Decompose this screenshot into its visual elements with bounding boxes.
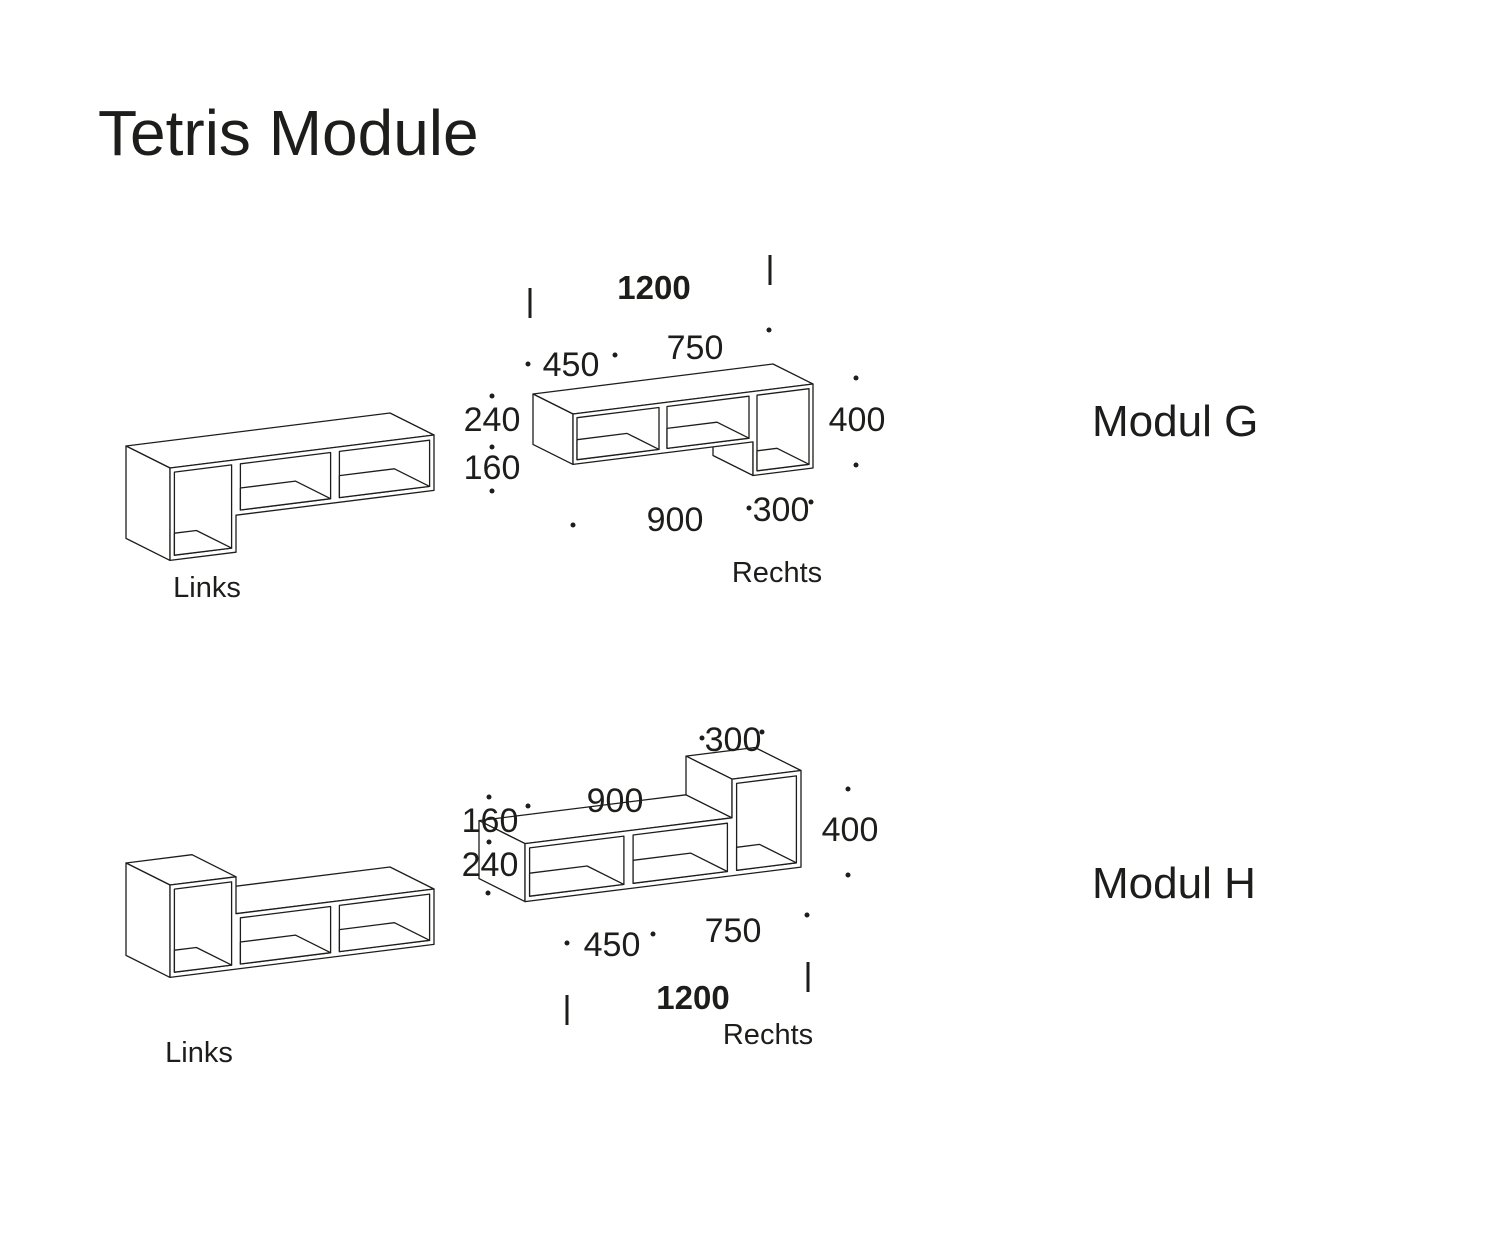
wireframe-face: [173, 529, 233, 556]
dim-dot: [489, 444, 495, 450]
dim-h-short-span: 300: [704, 721, 762, 759]
dim-dot: [845, 786, 851, 792]
dim-tick: [806, 962, 810, 992]
dim-h-long-span: 900: [586, 782, 644, 820]
dim-h-total-width: 1200: [656, 979, 730, 1016]
dim-g-shelf-height: 240: [463, 401, 521, 439]
dim-dot: [525, 361, 531, 367]
modul-h-rechts-caption: Rechts: [722, 1019, 814, 1051]
wireframe-face: [338, 922, 431, 953]
modul-g-rechts-drawing: [532, 363, 814, 477]
wireframe-face: [735, 843, 798, 871]
page-title: Tetris Module: [98, 97, 479, 169]
dim-g-short-span: 300: [752, 491, 810, 529]
wireframe-face: [756, 447, 810, 472]
dim-dot: [853, 462, 859, 468]
modul-g-rechts-caption: Rechts: [731, 557, 823, 589]
dim-g-total-width: 1200: [617, 269, 691, 306]
wireframe-face: [632, 852, 729, 884]
dim-g-segment-left: 450: [542, 346, 600, 384]
dim-tick: [565, 995, 569, 1025]
dim-dot: [486, 839, 492, 845]
modul-g-links-caption: Links: [173, 572, 241, 604]
dim-h-total-height: 400: [821, 811, 879, 849]
dim-h-shelf-height: 240: [461, 846, 519, 884]
modul-g-label: Modul G: [1092, 397, 1259, 446]
dim-g-total-height: 400: [828, 401, 886, 439]
dim-dot: [699, 735, 705, 741]
dim-h-segment-left: 450: [583, 926, 641, 964]
dim-dot: [570, 522, 576, 528]
modul-h-links-caption: Links: [165, 1037, 233, 1069]
dim-dot: [759, 729, 765, 735]
dim-tick: [528, 288, 532, 318]
dim-dot: [808, 499, 814, 505]
dim-dot: [612, 352, 618, 358]
dim-g-clearance-height: 160: [463, 449, 521, 487]
wireframe-face: [576, 432, 660, 461]
dim-dot: [489, 393, 495, 399]
dim-dot: [485, 890, 491, 896]
dim-dot: [853, 375, 859, 381]
dim-g-long-span: 900: [646, 501, 704, 539]
dim-dot: [804, 912, 810, 918]
dim-dot: [650, 931, 656, 937]
dim-dot: [486, 794, 492, 800]
dim-dot: [564, 940, 570, 946]
dim-tick: [768, 255, 772, 285]
wireframe-face: [338, 468, 431, 499]
modul-h-links-drawing: [125, 854, 435, 979]
modul-h-label: Modul H: [1092, 859, 1256, 908]
dim-dot: [766, 327, 772, 333]
wireframe-face: [528, 865, 625, 897]
dim-h-segment-right: 750: [704, 912, 762, 950]
dim-dot: [845, 872, 851, 878]
dim-g-segment-right: 750: [666, 329, 724, 367]
dim-dot: [746, 505, 752, 511]
modul-g-links-drawing: [125, 412, 435, 562]
wireframe-face: [666, 421, 750, 450]
dim-dot: [489, 488, 495, 494]
dim-h-clearance-height: 160: [461, 802, 519, 840]
wireframe-face: [173, 946, 233, 973]
wireframe-face: [239, 934, 332, 965]
wireframe-face: [239, 480, 332, 511]
dim-dot: [525, 803, 531, 809]
modul-h-rechts-drawing: [478, 746, 802, 903]
